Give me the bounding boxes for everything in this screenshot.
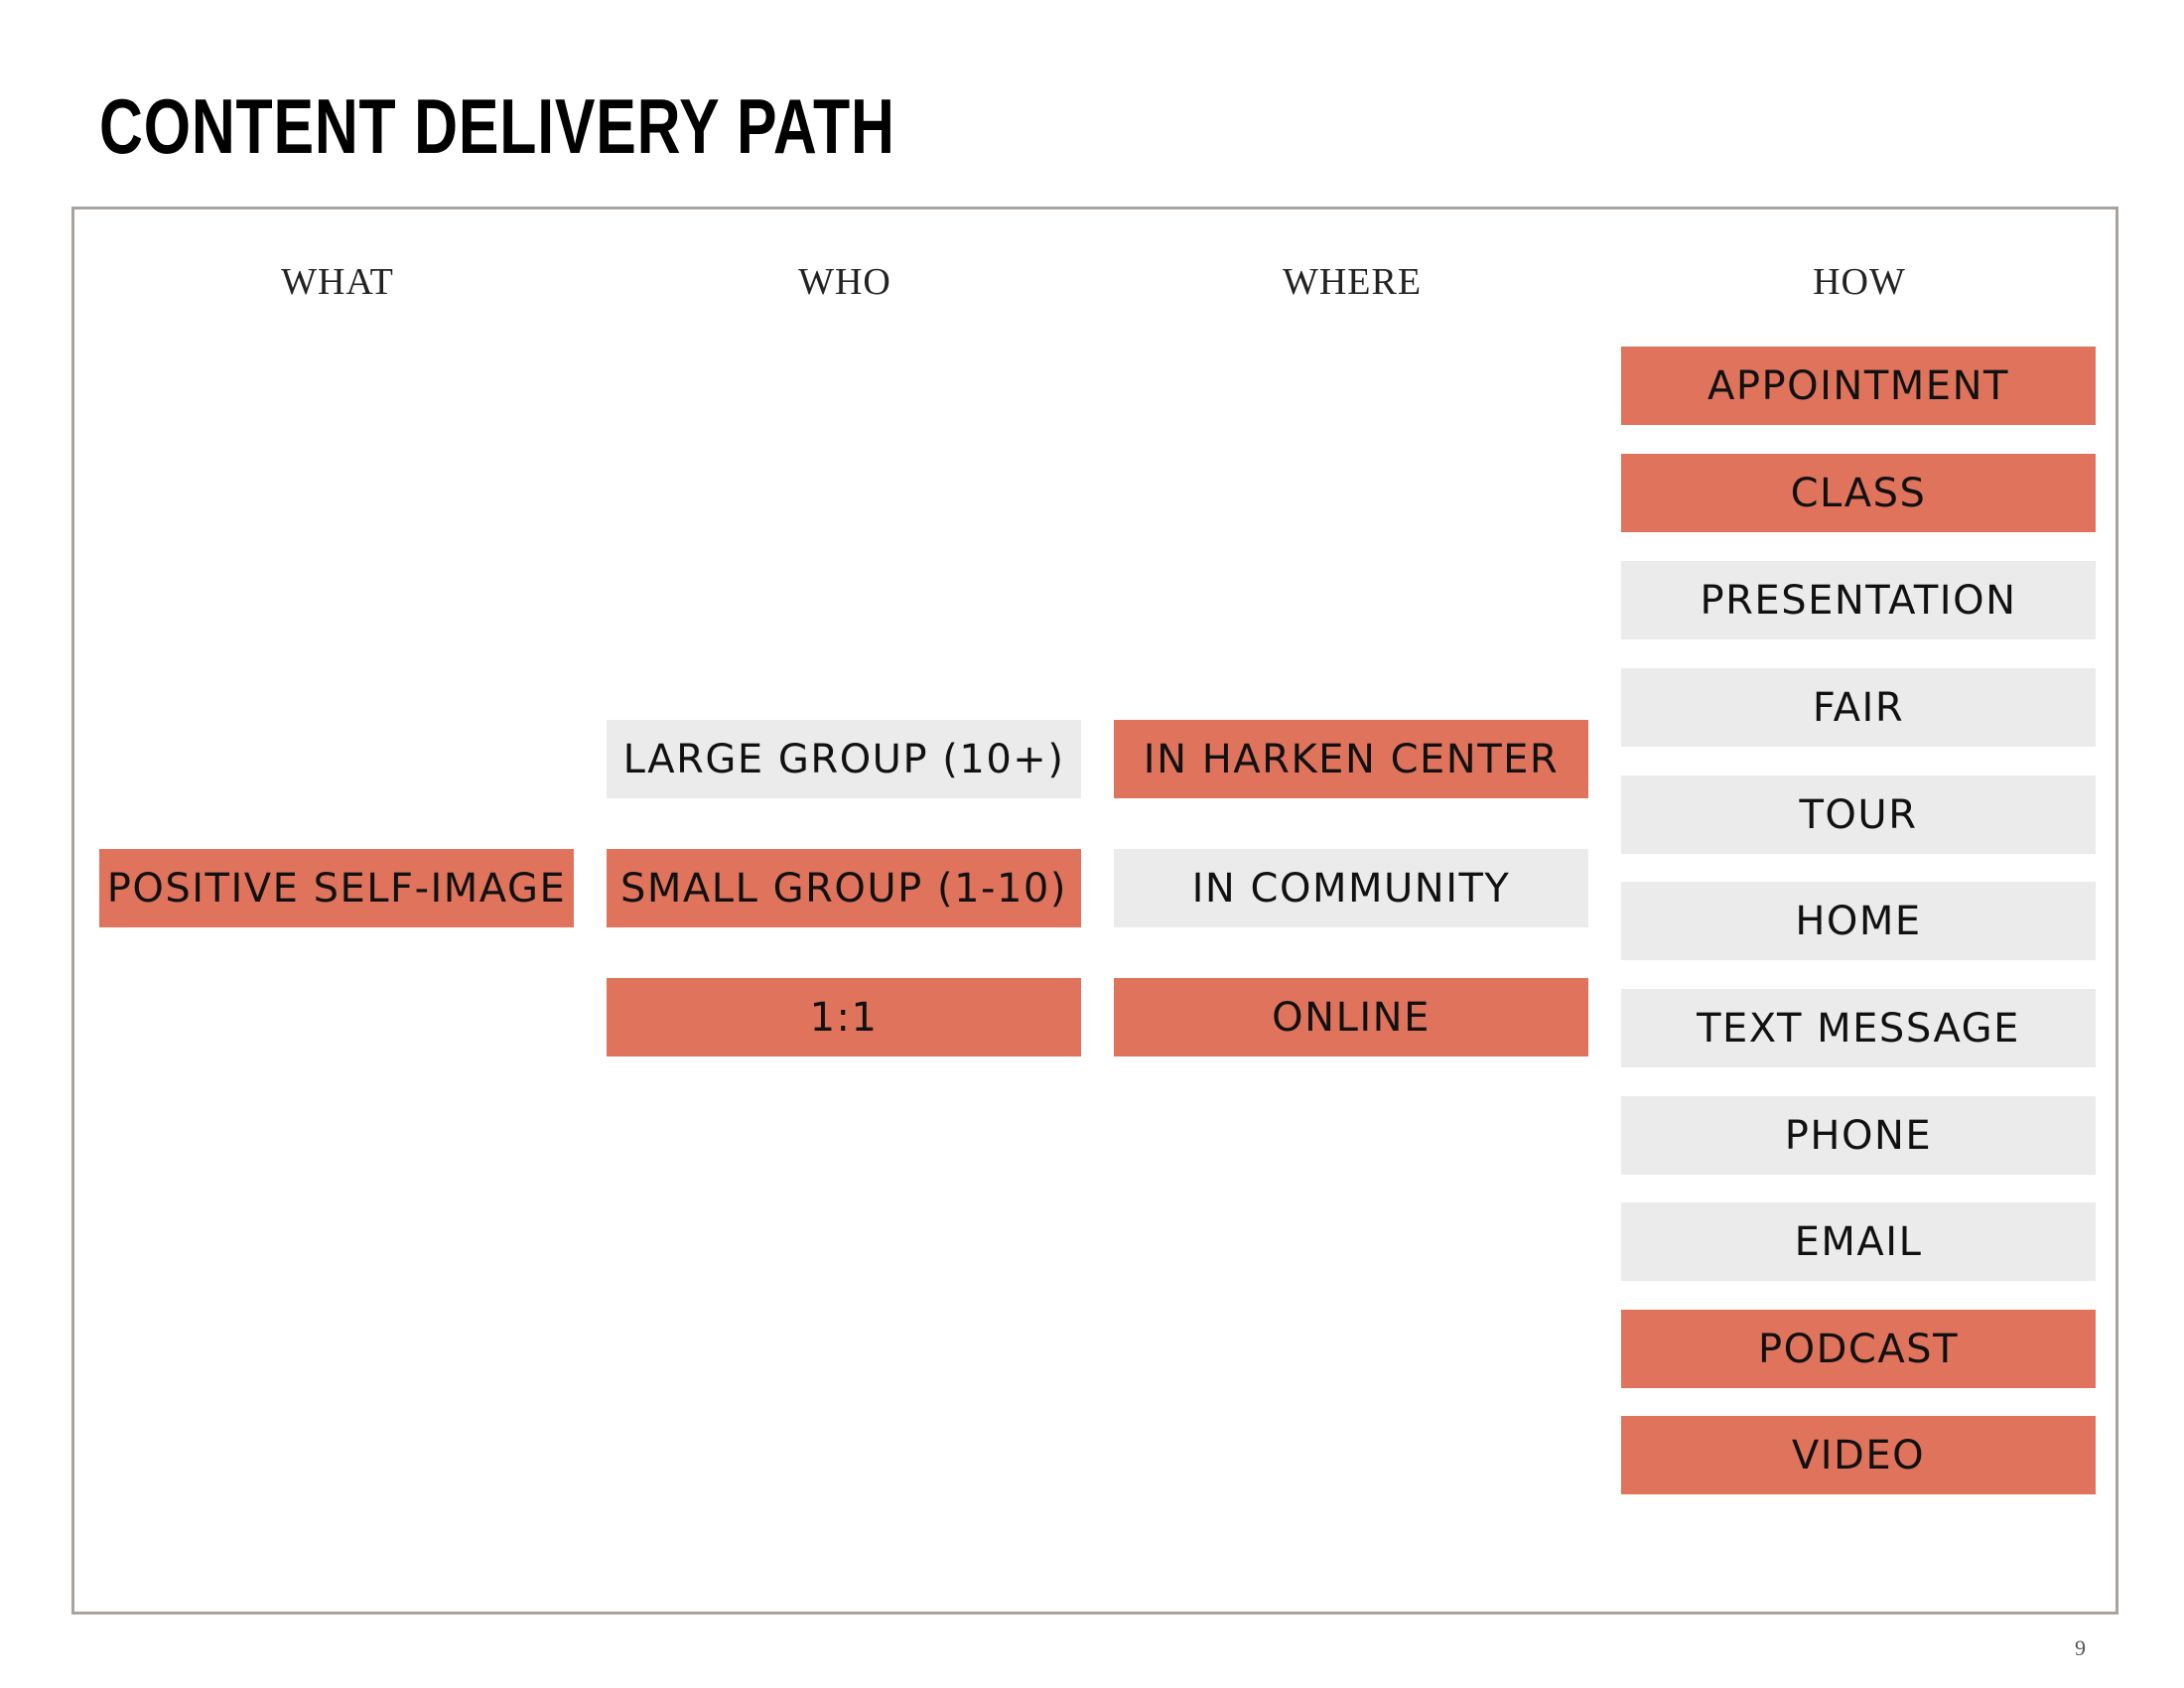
column-header-who: WHO — [798, 261, 891, 303]
who-option-large-group: LARGE GROUP (10+) — [607, 720, 1081, 798]
how-option-email: EMAIL — [1621, 1202, 2096, 1281]
how-option-home: HOME — [1621, 882, 2096, 960]
who-option-small-group: SMALL GROUP (1-10) — [607, 849, 1081, 927]
diagram-frame — [71, 207, 2118, 1615]
how-option-presentation: PRESENTATION — [1621, 561, 2096, 639]
where-option-online: ONLINE — [1114, 978, 1588, 1056]
how-option-text-message: TEXT MESSAGE — [1621, 989, 2096, 1067]
how-option-tour: TOUR — [1621, 775, 2096, 854]
how-option-phone: PHONE — [1621, 1096, 2096, 1175]
who-option-one-on-one: 1:1 — [607, 978, 1081, 1056]
how-option-fair: FAIR — [1621, 668, 2096, 747]
how-option-podcast: PODCAST — [1621, 1310, 2096, 1388]
page-number: 9 — [2075, 1635, 2086, 1660]
where-option-in-community: IN COMMUNITY — [1114, 849, 1588, 927]
column-header-what: WHAT — [281, 261, 394, 303]
how-option-video: VIDEO — [1621, 1416, 2096, 1494]
column-header-how: HOW — [1813, 261, 1906, 303]
how-option-appointment: APPOINTMENT — [1621, 347, 2096, 425]
where-option-in-harken-center: IN HARKEN CENTER — [1114, 720, 1588, 798]
what-option-positive-self-image: POSITIVE SELF-IMAGE — [99, 849, 574, 927]
column-header-where: WHERE — [1282, 261, 1423, 303]
how-option-class: CLASS — [1621, 454, 2096, 532]
page-title: CONTENT DELIVERY PATH — [99, 82, 895, 170]
